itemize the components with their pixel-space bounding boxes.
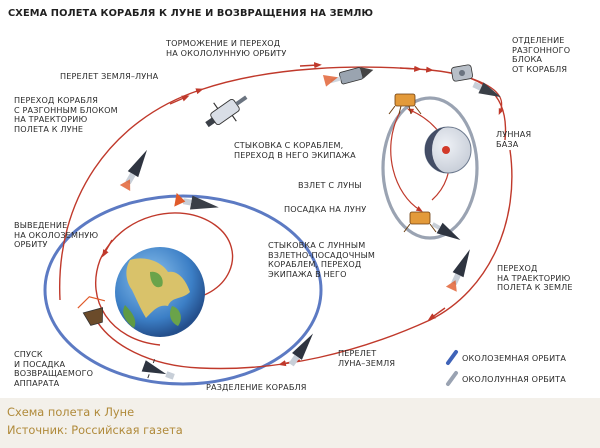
trajectory-moon-to-earth [94, 149, 513, 370]
caption-title: Схема полета к Луне [7, 405, 135, 419]
legend-earth-orbit-swatch [446, 350, 458, 365]
moon-body [424, 126, 472, 174]
spacecraft-transfer-icon [119, 149, 147, 191]
descent-capsule-icon [77, 296, 106, 326]
lander-icon-2 [403, 211, 437, 233]
label-transfer-to-earth: ПЕРЕХОД НА ТРАЕКТОРИЮ ПОЛЕТА К ЗЕМЛЕ [497, 263, 573, 293]
legend-earth-orbit-label: ОКОЛОЗЕМНАЯ ОРБИТА [462, 353, 567, 363]
label-transfer-to-moon: ПЕРЕХОД КОРАБЛЯ С РАЗГОННЫМ БЛОКОМ НА ТР… [14, 95, 118, 134]
trajectory-arrow-2 [299, 62, 322, 69]
spacecraft-icon-2 [472, 81, 501, 98]
label-lunar-base: ЛУННАЯ БАЗА [496, 129, 532, 149]
diagram-canvas [43, 62, 513, 386]
trajectory-arrow-6 [102, 239, 113, 258]
trajectory-orbit-insertion [95, 212, 234, 346]
trajectory-lunar-descent [390, 111, 423, 212]
lander-icon [388, 93, 422, 115]
legend-moon-orbit-swatch [446, 371, 458, 386]
label-orbit-insertion: ВЫВЕДЕНИЕ НА ОКОЛОЗЕМНУЮ ОРБИТУ [14, 220, 99, 250]
trajectory-booster-arrow [469, 77, 504, 116]
label-docking-crew-transfer: СТЫКОВКА С КОРАБЛЕМ, ПЕРЕХОД В НЕГО ЭКИП… [234, 140, 356, 160]
label-braking: ТОРМОЖЕНИЕ И ПЕРЕХОД НА ОКОЛОЛУННУЮ ОРБИ… [166, 38, 287, 58]
label-ship-separation: РАЗДЕЛЕНИЕ КОРАБЛЯ [206, 382, 307, 392]
earth-globe [115, 247, 205, 337]
spacecraft-icon [322, 67, 374, 87]
spacecraft-docking-icon [431, 222, 461, 240]
trajectory-arrow-4 [427, 307, 446, 321]
diagram-figure: СХЕМА ПОЛЕТА КОРАБЛЯ К ЛУНЕ И ВОЗВРАЩЕНИ… [0, 0, 600, 398]
label-moon-earth-flight: ПЕРЕЛЕТ ЛУНА–ЗЕМЛЯ [338, 348, 396, 368]
rocket-launch-icon [174, 192, 219, 210]
diagram-title: СХЕМА ПОЛЕТА КОРАБЛЯ К ЛУНЕ И ВОЗВРАЩЕНИ… [8, 8, 374, 19]
caption-source: Источник: Российская газета [7, 423, 183, 437]
label-separation-booster: ОТДЕЛЕНИЕ РАЗГОННОГО БЛОКА ОТ КОРАБЛЯ [512, 35, 571, 74]
label-landing-on-moon: ПОСАДКА НА ЛУНУ [284, 204, 367, 214]
trajectory-arrow-3 [399, 65, 422, 72]
booster-block-icon [451, 64, 473, 82]
earth-orbit [43, 194, 323, 386]
legend-moon-orbit-label: ОКОЛОЛУННАЯ ОРБИТА [462, 374, 566, 384]
lunar-base-marker [442, 146, 450, 154]
trajectory-arrow-1 [169, 95, 190, 105]
label-descent-landing: СПУСК И ПОСАДКА ВОЗВРАЩАЕМОГО АППАРАТА [14, 349, 94, 388]
label-docking-lander: СТЫКОВКА С ЛУННЫМ ВЗЛЕТНО-ПОСАДОЧНЫМ КОР… [268, 240, 376, 279]
label-earth-moon-flight: ПЕРЕЛЕТ ЗЕМЛЯ–ЛУНА [60, 71, 159, 81]
moon-orbit [381, 96, 479, 240]
label-launch-from-moon: ВЗЛЕТ С ЛУНЫ [298, 180, 362, 190]
spacecraft-moon-earth-icon [288, 333, 314, 367]
spacecraft-separation-icon [141, 359, 175, 380]
spacecraft-return-icon [445, 249, 470, 292]
spacecraft-with-booster-icon [205, 95, 248, 128]
